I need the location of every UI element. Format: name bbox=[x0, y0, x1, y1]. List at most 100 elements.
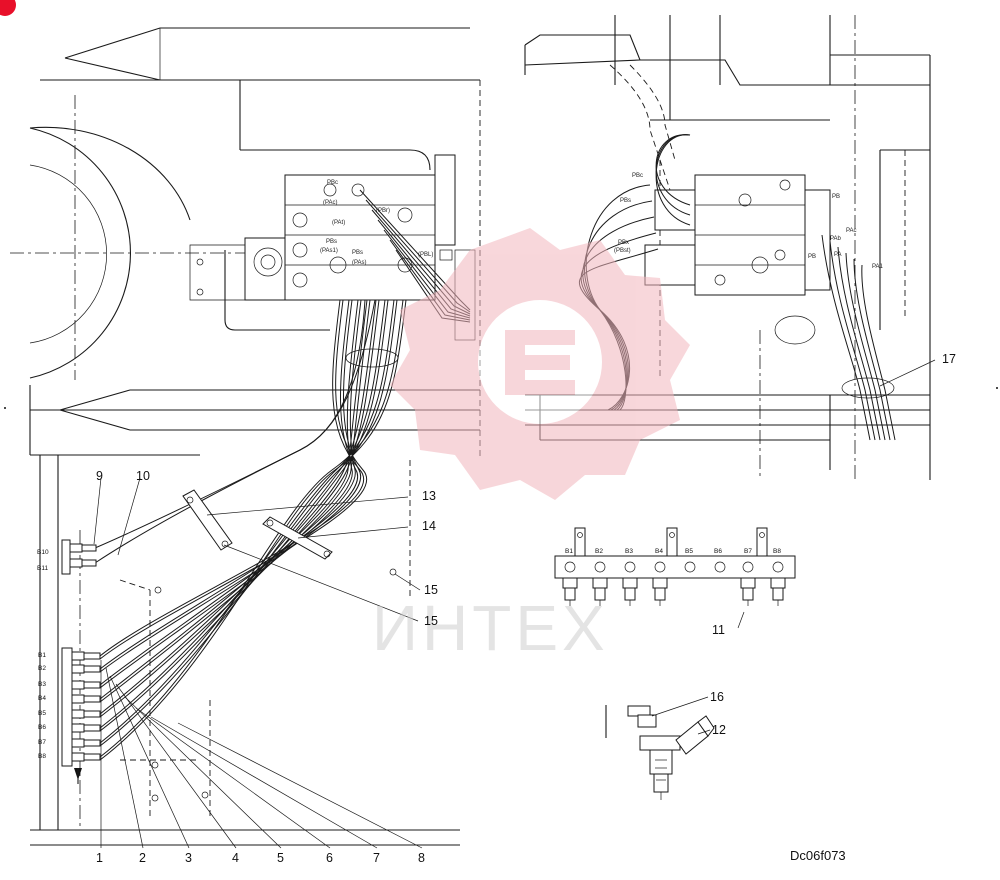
right-valve-label-pb: PB bbox=[808, 254, 816, 260]
hose-b8-outer bbox=[99, 299, 407, 761]
callout-15-upper: 15 bbox=[424, 583, 438, 597]
left-valve-label-pas: (PAs) bbox=[352, 260, 367, 266]
port-fitting-b5 bbox=[71, 709, 85, 719]
port-label-b6: B6 bbox=[38, 724, 46, 731]
leader-lines bbox=[93, 359, 936, 849]
port-nut-b3 bbox=[83, 681, 101, 689]
manifold-label-b8: B8 bbox=[773, 548, 781, 555]
port-fitting-b6 bbox=[71, 723, 85, 733]
right-valve-label-pab: PAb bbox=[830, 236, 842, 242]
port-nut-b7 bbox=[83, 739, 101, 747]
manifold-fitting-b8 bbox=[770, 577, 786, 589]
manifold-port-b8 bbox=[772, 561, 784, 573]
callouts: 1 2 3 4 5 6 7 8 9 10 11 12 13 14 15 15 1… bbox=[96, 352, 956, 865]
manifold-port-b2 bbox=[594, 561, 606, 573]
port-nut-b6 bbox=[83, 724, 101, 732]
callout-4: 4 bbox=[232, 851, 239, 865]
callout-3: 3 bbox=[185, 851, 192, 865]
hose-b3 bbox=[99, 299, 359, 686]
hose-b8 bbox=[99, 299, 404, 758]
callout-10: 10 bbox=[136, 469, 150, 483]
manifold-nut-b7 bbox=[742, 587, 754, 601]
right-valve-label-pa: PA bbox=[834, 252, 842, 258]
callout-7: 7 bbox=[373, 851, 380, 865]
hose-b2 bbox=[99, 299, 359, 670]
port-label-b10: B10 bbox=[37, 549, 49, 556]
port-label-b8: B8 bbox=[38, 753, 46, 760]
manifold-label-b2: B2 bbox=[595, 548, 603, 555]
manifold-port-b3 bbox=[624, 561, 636, 573]
manifold-port-b7 bbox=[742, 561, 754, 573]
hose-band-left bbox=[345, 348, 399, 368]
fitting-detail-12-16 bbox=[605, 705, 715, 800]
right-valve-label-pbst: (PBst) bbox=[614, 248, 631, 254]
watermark-emblem-icon bbox=[505, 330, 575, 395]
stray-dot-right bbox=[996, 387, 998, 389]
hose-b5-outer bbox=[99, 299, 380, 718]
manifold-detail-11: B1 B2 B3 B4 B5 B6 B7 B8 bbox=[554, 527, 796, 606]
port-nut-b4 bbox=[83, 695, 101, 703]
right-valve-label-pbr: PB bbox=[832, 194, 840, 200]
left-valve-label-pat: (PAt) bbox=[332, 220, 345, 226]
manifold-label-b7: B7 bbox=[744, 548, 752, 555]
port-fitting-b3 bbox=[71, 680, 85, 690]
left-valve-label-pbs: PBs bbox=[326, 239, 337, 245]
callout-15-lower: 15 bbox=[424, 614, 438, 628]
right-valve-label-pbc: PBc bbox=[632, 173, 643, 179]
port-label-b5: B5 bbox=[38, 710, 46, 717]
manifold-port-b4 bbox=[654, 561, 666, 573]
manifold-nut-b3 bbox=[624, 587, 636, 601]
corner-marker bbox=[0, 0, 16, 16]
right-control-valve: PBc PBs PBx (PBst) PB PAc PAb PA PA1 PB bbox=[614, 173, 884, 296]
hose-b5 bbox=[99, 299, 377, 715]
callout-2: 2 bbox=[139, 851, 146, 865]
right-valve-label-pa1: PA1 bbox=[872, 264, 884, 270]
callout-12: 12 bbox=[712, 723, 726, 737]
stray-dot-left bbox=[4, 407, 6, 409]
port-label-b2: B2 bbox=[38, 665, 46, 672]
right-hose-down-5 bbox=[853, 258, 891, 441]
callout-5: 5 bbox=[277, 851, 284, 865]
hose-b1-outer bbox=[99, 299, 367, 660]
port-fitting-b2 bbox=[71, 664, 85, 674]
left-valve-label-pbl: (PBL) bbox=[418, 252, 433, 258]
port-fitting-b7 bbox=[71, 738, 85, 748]
hose-b1 bbox=[99, 299, 364, 657]
watermark-text: ИНТЕХ bbox=[372, 592, 609, 664]
right-hose-down-1 bbox=[821, 234, 871, 441]
manifold-nut-b4 bbox=[654, 587, 666, 601]
callout-9: 9 bbox=[96, 469, 103, 483]
clamp-plate-13 bbox=[182, 489, 233, 551]
port-block-b1-b8 bbox=[61, 647, 101, 767]
upper-port-fitting-b11 bbox=[69, 558, 83, 568]
manifold-fitting-b2 bbox=[592, 577, 608, 589]
port-block-body bbox=[61, 647, 73, 767]
left-valve-label-pbc: PBc bbox=[327, 180, 338, 186]
right-hose-down-6 bbox=[861, 264, 896, 441]
right-hose-down-4 bbox=[845, 252, 886, 441]
manifold-fitting-b7 bbox=[740, 577, 756, 589]
left-control-valve: PBc (PAc) (PBr) (PAt) PBs (PAs1) PBs (PA… bbox=[189, 154, 476, 341]
left-valve-label-pbs2: PBs bbox=[352, 250, 363, 256]
callout-14: 14 bbox=[422, 519, 436, 533]
hose-b7 bbox=[99, 299, 395, 744]
manifold-fitting-b3 bbox=[622, 577, 638, 589]
hose-b6-outer bbox=[99, 299, 389, 732]
manifold-port-b1 bbox=[564, 561, 576, 573]
manifold-label-b4: B4 bbox=[655, 548, 663, 555]
left-valve-label-pac: (PAc) bbox=[323, 200, 338, 206]
hose-band-17 bbox=[841, 377, 895, 399]
port-label-b3: B3 bbox=[38, 681, 46, 688]
port-label-b7: B7 bbox=[38, 739, 46, 746]
port-label-b4: B4 bbox=[38, 695, 46, 702]
right-hose-down-3 bbox=[837, 246, 881, 441]
port-fitting-b1 bbox=[71, 651, 85, 661]
hose-b6 bbox=[99, 299, 386, 729]
port-nut-b5 bbox=[83, 710, 101, 718]
hose-b11 bbox=[94, 299, 376, 564]
callout-13: 13 bbox=[422, 489, 436, 503]
callout-16: 16 bbox=[710, 690, 724, 704]
callout-1: 1 bbox=[96, 851, 103, 865]
